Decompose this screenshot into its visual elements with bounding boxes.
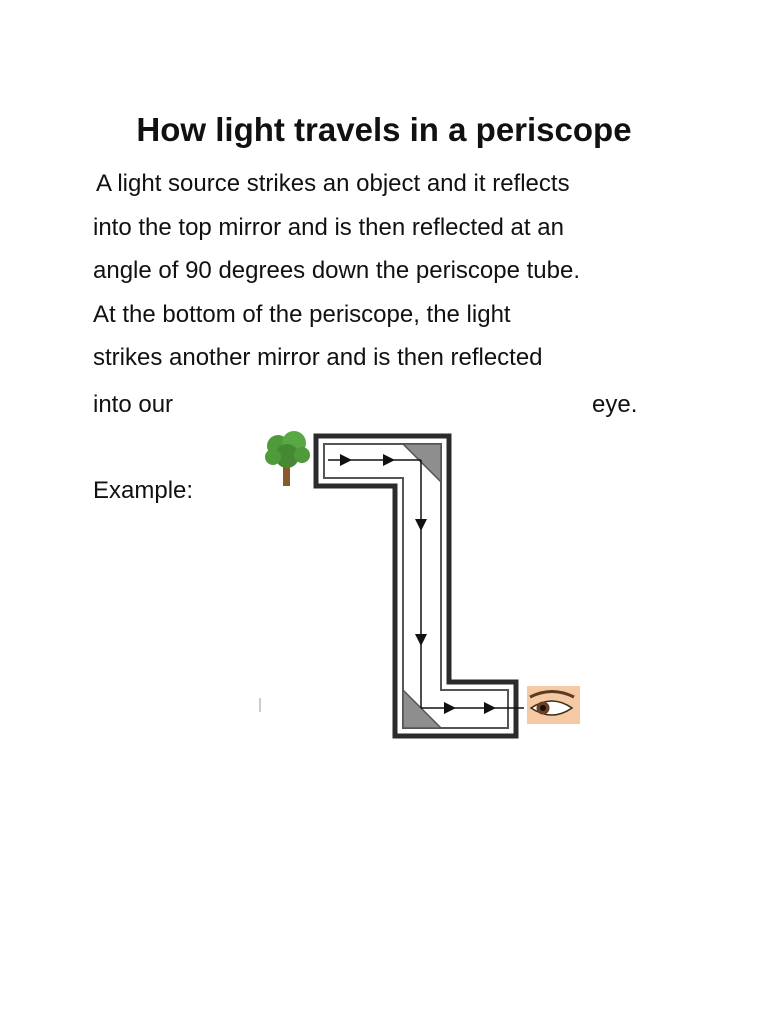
- paragraph-line-2: into the top mirror and is then reflecte…: [93, 214, 564, 241]
- paragraph-end-word: eye.: [592, 391, 638, 418]
- paragraph-line-5: strikes another mirror and is then refle…: [93, 344, 543, 371]
- example-label: Example:: [93, 477, 194, 504]
- arrow-icon: [444, 702, 456, 714]
- top-mirror-icon: [401, 443, 442, 484]
- arrow-icon: [415, 634, 427, 646]
- paragraph-line-3: angle of 90 degrees down the periscope t…: [93, 257, 581, 284]
- tree-icon: [265, 431, 310, 486]
- eye-icon: [527, 686, 580, 724]
- arrow-icon: [484, 702, 496, 714]
- arrow-icon: [340, 454, 352, 466]
- paragraph-line-1: A light source strikes an object and it …: [96, 170, 570, 197]
- paragraph-line-6: into our: [93, 391, 174, 418]
- bottom-mirror-icon: [402, 688, 443, 729]
- periscope-tube-inner: [323, 443, 509, 729]
- page-title: How light travels in a periscope: [136, 111, 632, 148]
- arrow-icon: [415, 519, 427, 531]
- arrow-icon: [383, 454, 395, 466]
- paragraph-line-4: At the bottom of the periscope, the ligh…: [93, 301, 511, 328]
